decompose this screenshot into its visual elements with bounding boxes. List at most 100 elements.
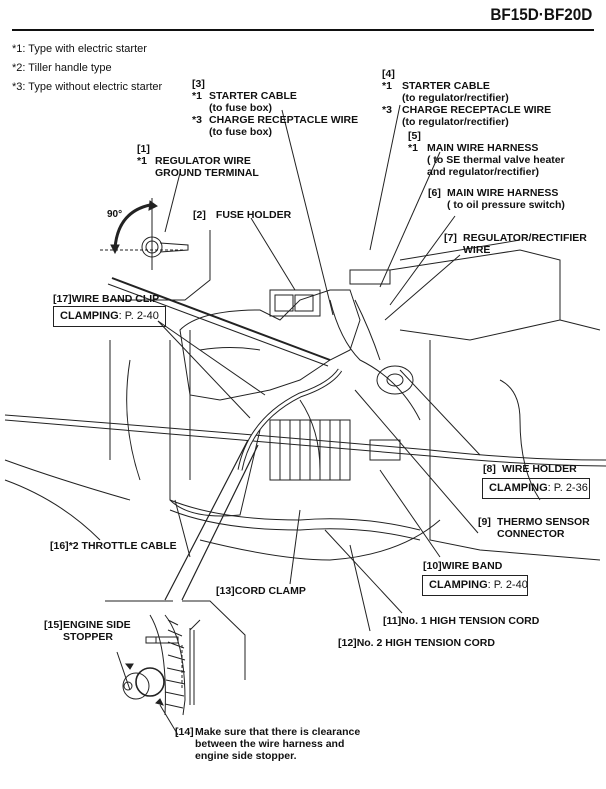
angle-label: 90°: [107, 209, 123, 220]
callout-2-text: FUSE HOLDER: [215, 209, 292, 221]
callout-12-ref: [12]: [338, 637, 357, 649]
leader-17b: [157, 320, 251, 419]
callout-8-text: WIRE HOLDER: [502, 463, 577, 475]
callout-11-ref: [11]: [383, 615, 402, 627]
callout-14-ref: [14]: [175, 726, 194, 738]
callout-13-text: CORD CLAMP: [234, 585, 306, 597]
callout-5-ref: [5]: [408, 130, 421, 142]
callout-13: [13]CORD CLAMP: [216, 585, 306, 597]
callout-10: [10]WIRE BAND: [423, 560, 502, 572]
callout-3-sub2: (to fuse box): [209, 126, 272, 138]
callout-5-mark: *1: [408, 142, 418, 154]
callout-14: [14]Make sure that there is clearance be…: [175, 726, 360, 762]
callout-7-ref: [7]: [444, 232, 457, 244]
callout-4-ref: [4]: [382, 68, 395, 80]
callout-15: [15]ENGINE SIDE STOPPER: [44, 619, 131, 643]
leader-3: [281, 109, 334, 316]
leader-2: [250, 217, 296, 291]
callout-6-line1: MAIN WIRE HARNESS: [447, 187, 559, 199]
callout-5-line3: and regulator/rectifier): [427, 166, 540, 178]
clamping-page-ref: : P. 2-40: [118, 310, 159, 322]
callout-10-ref: [10]: [423, 560, 442, 572]
leader-1: [164, 172, 181, 233]
leader-7: [384, 254, 461, 321]
leader-4: [369, 104, 401, 251]
clamping-label: CLAMPING: [429, 579, 488, 591]
callout-1-line2: GROUND TERMINAL: [155, 167, 259, 179]
clamping-page-ref: : P. 2-40: [487, 579, 528, 591]
callout-4: [4] *1 STARTER CABLE (to regulator/rectif…: [382, 68, 551, 128]
leader-16: [174, 499, 191, 558]
callout-16-ref: [16]: [50, 540, 69, 552]
leader-15: [116, 651, 131, 691]
callout-1-line1: REGULATOR WIRE: [155, 155, 251, 167]
callout-4-mark2: *3: [382, 104, 392, 116]
callout-3-sub1: (to fuse box): [209, 102, 272, 114]
leader-10: [379, 469, 441, 558]
callout-14-line2: between the wire harness and: [195, 738, 345, 750]
leader-17a: [157, 320, 266, 396]
callout-8: [8] WIRE HOLDER: [483, 463, 577, 475]
callout-6-line2: ( to oil pressure switch): [447, 199, 565, 211]
callout-6-ref: [6]: [428, 187, 441, 199]
callout-1-mark: *1: [137, 155, 147, 167]
callout-9-line1: THERMO SENSOR: [497, 516, 590, 528]
callout-4-sub2: (to regulator/rectifier): [402, 116, 509, 128]
note-2: *2: Tiller handle type: [12, 62, 112, 74]
clamping-page-ref: : P. 2-36: [547, 482, 588, 494]
leader-14: [159, 704, 179, 736]
callout-11-text: No. 1 HIGH TENSION CORD: [401, 615, 540, 627]
callout-7-line1: REGULATOR/RECTIFIER: [463, 232, 587, 244]
callout-9-line2: CONNECTOR: [497, 528, 565, 540]
note-1: *1: Type with electric starter: [12, 43, 147, 55]
callout-15-line2: STOPPER: [63, 631, 113, 643]
clamping-label: CLAMPING: [489, 482, 548, 494]
callout-15-ref: [15]: [44, 619, 63, 631]
callout-3: [3] *1 STARTER CABLE (to fuse box) *3 CHAR…: [192, 78, 358, 138]
callout-3-text1: STARTER CABLE: [209, 90, 297, 102]
callout-3-text2: CHARGE RECEPTACLE WIRE: [209, 114, 359, 126]
callout-14-line3: engine side stopper.: [195, 750, 297, 762]
header-rule: [12, 29, 594, 31]
callout-3-ref: [3]: [192, 78, 205, 90]
leader-9: [354, 389, 479, 534]
callout-4-mark1: *1: [382, 80, 392, 92]
leader-11: [324, 529, 403, 614]
callout-3-mark1: *1: [192, 90, 202, 102]
callout-8-ref: [8]: [483, 463, 496, 475]
callout-10-text: WIRE BAND: [441, 560, 503, 572]
callout-17-ref: [17]: [53, 293, 72, 305]
callout-7: [7] REGULATOR/RECTIFIER WIRE: [444, 232, 587, 256]
callout-17-text: WIRE BAND CLIP: [71, 293, 160, 305]
page-header-model: BF15D·BF20D: [489, 5, 592, 24]
callout-5-line1: MAIN WIRE HARNESS: [427, 142, 539, 154]
leader-6: [389, 215, 456, 306]
callout-17-clamping-box: CLAMPING: P. 2-40: [53, 306, 166, 327]
leader-8: [399, 369, 481, 456]
leader-12: [349, 544, 371, 632]
callout-10-clamping-box: CLAMPING: P. 2-40: [422, 575, 528, 596]
callout-4-text1: STARTER CABLE: [402, 80, 490, 92]
callout-8-clamping-box: CLAMPING: P. 2-36: [482, 478, 590, 499]
callout-12: [12]No. 2 HIGH TENSION CORD: [338, 637, 495, 649]
callout-16-text: *2 THROTTLE CABLE: [68, 540, 177, 552]
clamping-label: CLAMPING: [60, 310, 119, 322]
callout-9-ref: [9]: [478, 516, 491, 528]
callout-9: [9] THERMO SENSOR CONNECTOR: [478, 516, 590, 540]
callout-6: [6] MAIN WIRE HARNESS ( to oil pressure s…: [428, 187, 565, 211]
callout-12-text: No. 2 HIGH TENSION CORD: [356, 637, 495, 649]
callout-2: [2] FUSE HOLDER: [193, 209, 291, 221]
note-3: *3: Type without electric starter: [12, 81, 163, 93]
callout-17: [17]WIRE BAND CLIP: [53, 293, 159, 305]
callout-4-text2: CHARGE RECEPTACLE WIRE: [402, 104, 552, 116]
callout-15-line1: ENGINE SIDE: [63, 619, 131, 631]
leader-5: [379, 151, 441, 288]
callout-13-ref: [13]: [216, 585, 235, 597]
callout-3-mark2: *3: [192, 114, 202, 126]
callout-16: [16]*2 THROTTLE CABLE: [50, 540, 177, 552]
callout-2-ref: [2]: [193, 209, 206, 221]
callout-7-line2: WIRE: [463, 244, 491, 256]
